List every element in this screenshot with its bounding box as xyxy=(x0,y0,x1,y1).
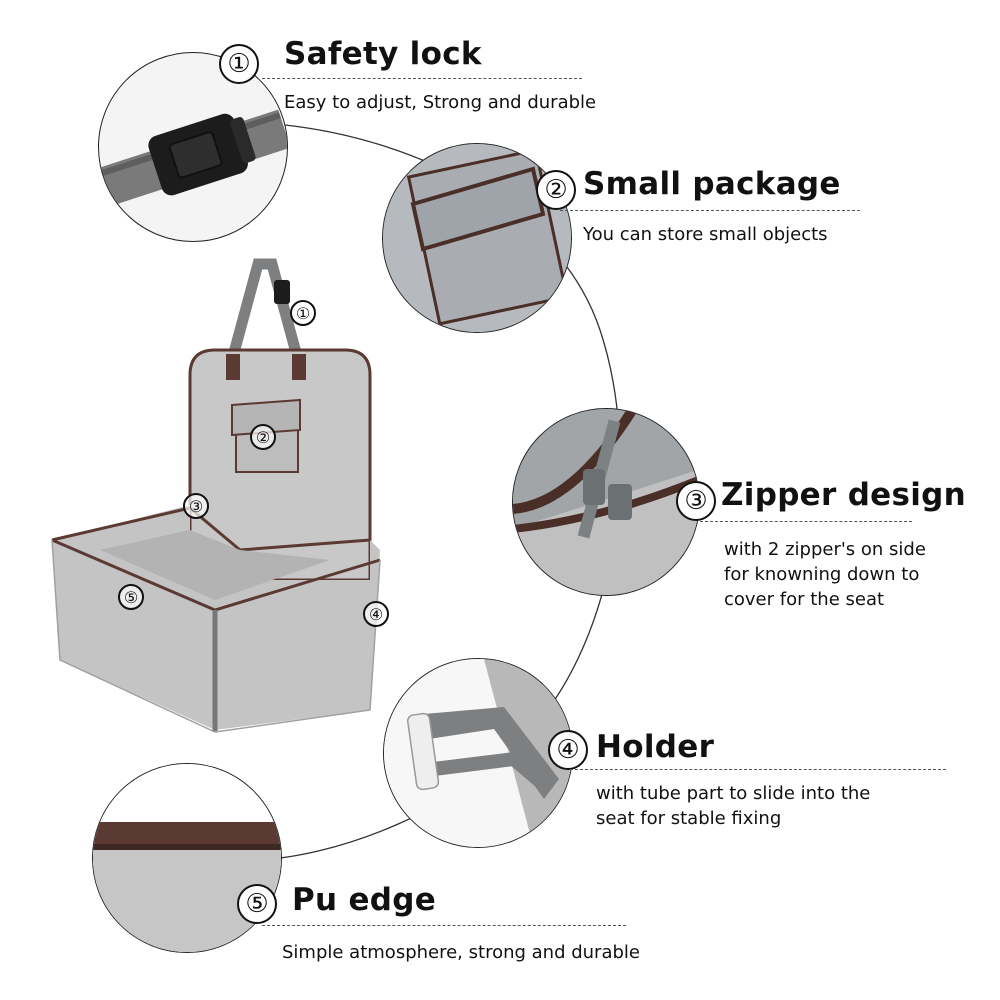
feature-4-description: with tube part to slide into the seat fo… xyxy=(596,783,871,829)
pocket-icon xyxy=(383,144,571,332)
feature-2-description: You can store small objects xyxy=(583,224,828,245)
product-marker-3: ③ xyxy=(183,493,209,519)
product-marker-1: ① xyxy=(290,300,316,326)
feature-3-number: ③ xyxy=(676,481,716,521)
product-car-seat xyxy=(51,258,381,733)
feature-1-number: ① xyxy=(219,44,259,84)
holder-tube-icon xyxy=(384,659,572,847)
feature-2-title: Small package xyxy=(583,166,841,202)
edge-trim-icon xyxy=(93,764,281,952)
zipper-icon xyxy=(513,409,699,595)
feature-3-divider xyxy=(700,521,912,522)
feature-5-title: Pu edge xyxy=(292,882,437,918)
feature-4-title: Holder xyxy=(596,729,715,765)
feature-2-divider xyxy=(560,210,860,211)
feature-5-description: Simple atmosphere, strong and durable xyxy=(282,942,640,963)
holder-photo xyxy=(383,658,573,848)
pu-edge-photo xyxy=(92,763,282,953)
feature-2-number: ② xyxy=(536,170,576,210)
feature-5-divider xyxy=(262,925,626,926)
feature-5-number: ⑤ xyxy=(237,884,277,924)
feature-1-title: Safety lock xyxy=(284,36,482,72)
buckle-icon xyxy=(99,109,287,207)
small-package-photo xyxy=(382,143,572,333)
product-marker-5: ⑤ xyxy=(118,584,144,610)
feature-3-description: with 2 zipper's on side for knowning dow… xyxy=(724,539,926,610)
safety-lock-photo xyxy=(98,52,288,242)
feature-4-number: ④ xyxy=(548,730,588,770)
product-marker-2: ② xyxy=(250,424,276,450)
product-marker-4: ④ xyxy=(363,601,389,627)
feature-4-divider xyxy=(570,769,946,770)
feature-1-divider xyxy=(262,78,582,79)
feature-1-description: Easy to adjust, Strong and durable xyxy=(284,92,597,113)
zipper-design-photo xyxy=(512,408,700,596)
feature-3-title: Zipper design xyxy=(721,477,967,513)
